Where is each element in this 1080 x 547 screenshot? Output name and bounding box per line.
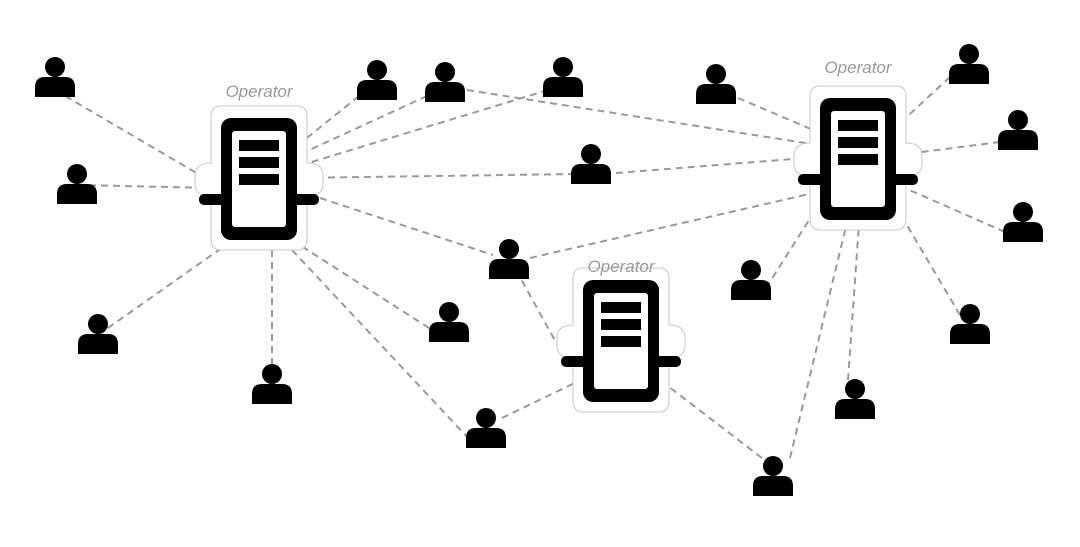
user-icon	[489, 239, 529, 279]
user-icon	[35, 57, 75, 97]
connection-line	[659, 379, 763, 459]
connection-line	[897, 184, 1006, 233]
user-icon	[835, 379, 875, 419]
connection-line	[501, 377, 586, 419]
user-icon	[57, 164, 97, 204]
connection-line	[789, 209, 851, 459]
connection-line	[847, 209, 861, 381]
user-icon	[357, 60, 397, 100]
connection-line	[765, 205, 819, 289]
user-icon	[753, 456, 793, 496]
user-icon	[543, 57, 583, 97]
server-icon	[199, 118, 319, 240]
connection-line	[291, 239, 433, 331]
connection-line	[291, 89, 549, 169]
user-icon	[1003, 202, 1043, 242]
user-icon	[696, 64, 736, 104]
user-icon	[731, 260, 771, 300]
user-icon	[429, 302, 469, 342]
connection-line	[291, 95, 428, 159]
server-icon	[561, 280, 681, 402]
operator-node-op-middle: Operator	[556, 257, 686, 413]
user-icon	[949, 44, 989, 84]
user-icon	[78, 314, 118, 354]
operator-label: Operator	[824, 58, 892, 77]
connection-line	[466, 89, 819, 146]
connection-line	[97, 239, 234, 336]
connection-line	[76, 184, 216, 189]
connection-line	[54, 89, 223, 189]
operator-node-op-right: Operator	[793, 58, 923, 231]
operator-label: Operator	[225, 82, 293, 101]
server-icon	[798, 98, 918, 220]
user-icon	[252, 364, 292, 404]
operator-label: Operator	[587, 257, 655, 276]
user-icon	[571, 144, 611, 184]
user-icon	[466, 408, 506, 448]
user-nodes	[35, 44, 1043, 496]
connection-line	[291, 95, 360, 151]
user-icon	[950, 304, 990, 344]
user-icon	[425, 62, 465, 102]
connection-line	[291, 249, 471, 441]
connection-lines	[54, 76, 1006, 459]
connection-line	[603, 156, 819, 175]
connection-line	[737, 97, 819, 133]
user-icon	[998, 110, 1038, 150]
connection-line	[319, 197, 494, 256]
connection-line	[515, 269, 564, 356]
connection-line	[529, 191, 819, 259]
connection-line	[897, 209, 961, 316]
operator-node-op-left: Operator	[194, 82, 324, 251]
connection-line	[291, 173, 579, 179]
